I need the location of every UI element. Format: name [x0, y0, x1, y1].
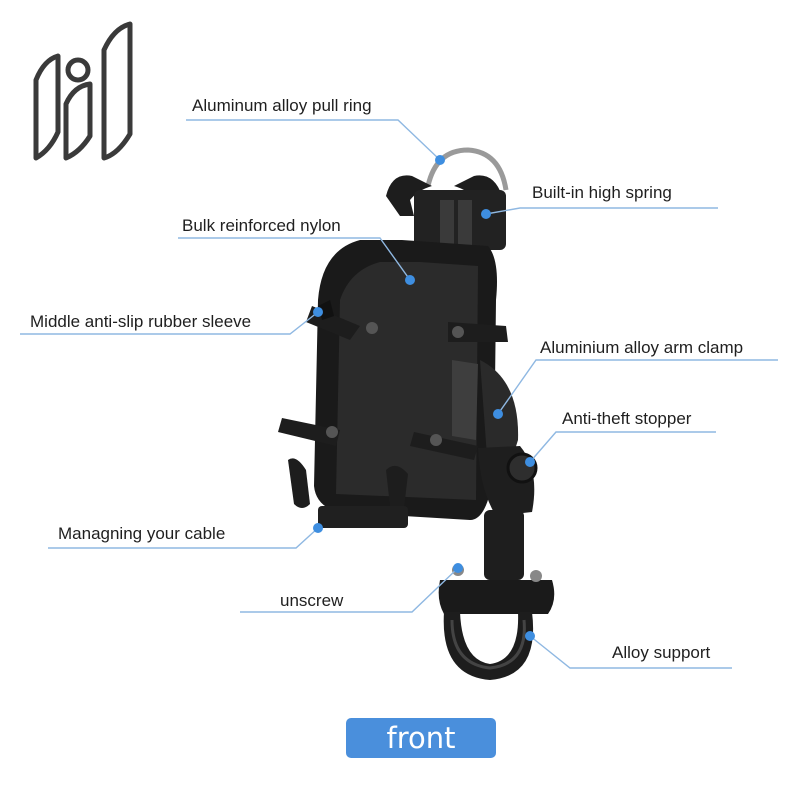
- leader-lines: [20, 119, 778, 669]
- view-badge: front: [346, 718, 496, 758]
- anchor-dot-arm-clamp: [493, 409, 503, 419]
- anchor-dot-rubber-sleeve: [313, 307, 323, 317]
- anchor-dot-high-spring: [481, 209, 491, 219]
- anchor-dots: [313, 155, 535, 641]
- callout-high-spring: Built-in high spring: [532, 183, 672, 202]
- anchor-dot-pull-ring: [435, 155, 445, 165]
- bike-phone-holder-icon: [278, 147, 555, 680]
- anchor-dot-alloy-support: [525, 631, 535, 641]
- callout-cable: Managning your cable: [58, 524, 226, 543]
- callout-pull-ring: Aluminum alloy pull ring: [192, 96, 372, 115]
- anchor-dot-anti-theft: [525, 457, 535, 467]
- anchor-dot-cable: [313, 523, 323, 533]
- anchor-dot-unscrew: [453, 563, 463, 573]
- callout-unscrew: unscrew: [280, 591, 344, 610]
- callout-anti-theft: Anti-theft stopper: [562, 409, 692, 428]
- callout-alloy-support: Alloy support: [612, 643, 711, 662]
- anchor-dot-reinforced-nylon: [405, 275, 415, 285]
- callout-rubber-sleeve: Middle anti-slip rubber sleeve: [30, 312, 252, 331]
- callout-arm-clamp: Aluminium alloy arm clamp: [540, 338, 744, 357]
- callout-reinforced-nylon: Bulk reinforced nylon: [182, 216, 341, 235]
- view-badge-label: front: [386, 721, 456, 755]
- brand-logo-icon: [33, 21, 133, 161]
